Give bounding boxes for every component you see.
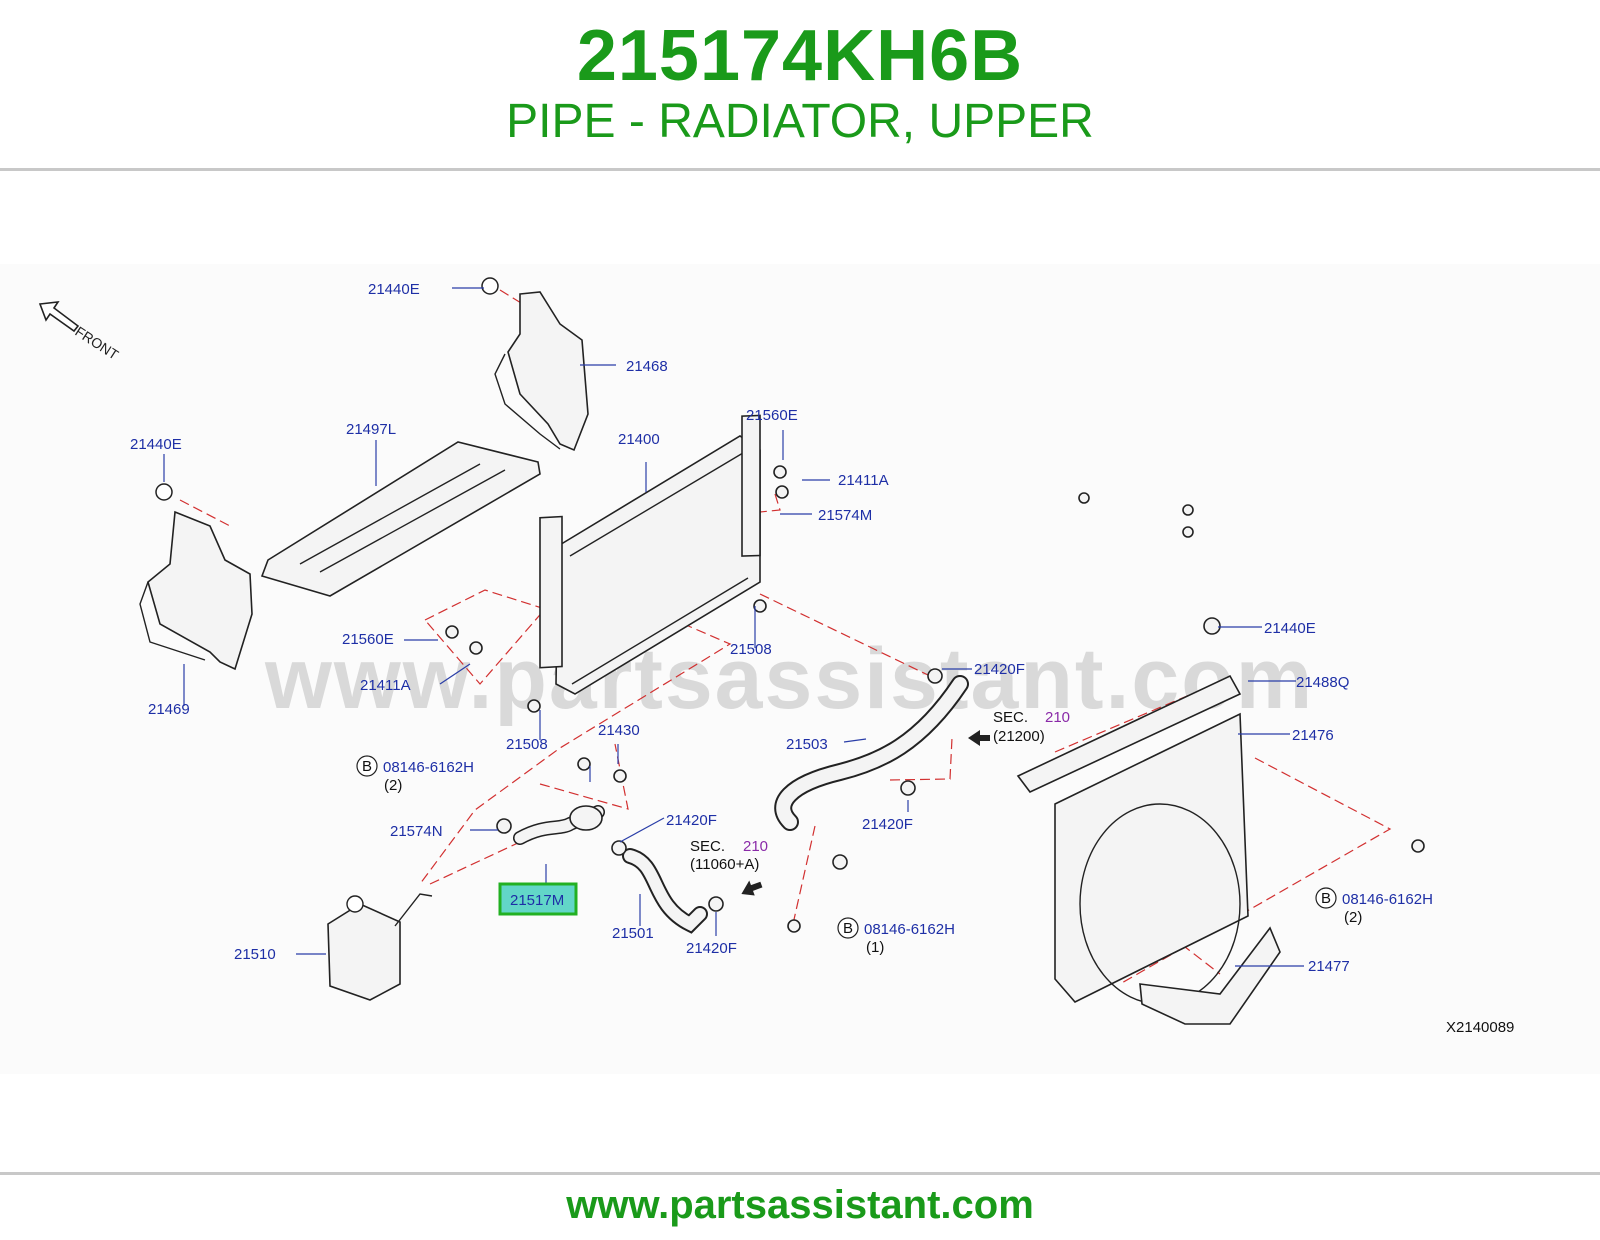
shroud-lower-21477-part (1139, 926, 1281, 1025)
watermark-text: www.partsassistant.com (264, 631, 1314, 727)
radiator-21400-part (539, 414, 761, 695)
sec-a-ref: (21200) (993, 728, 1045, 745)
qty-c: (1) (866, 939, 884, 956)
label-08146-c[interactable]: 08146-6162H (864, 921, 955, 938)
bracket-21469-part (139, 483, 253, 671)
sec-b-num[interactable]: 210 (743, 838, 768, 855)
header-divider (0, 168, 1600, 171)
label-21420f-b[interactable]: 21420F (666, 812, 717, 829)
sec-b-ref: (11060+A) (690, 856, 759, 873)
b-mark-b: B (1321, 890, 1331, 907)
qty-b: (2) (1344, 909, 1362, 926)
leader-lines (163, 287, 1304, 967)
bolt-b-marker-b (1315, 887, 1337, 909)
label-21411a-top[interactable]: 21411A (838, 472, 889, 489)
hose-21503-part (774, 675, 969, 831)
label-21440e-right[interactable]: 21440E (1264, 620, 1316, 637)
part-number-title: 215174KH6B (576, 16, 1024, 96)
label-21430[interactable]: 21430 (598, 722, 640, 739)
label-21477[interactable]: 21477 (1308, 958, 1350, 975)
label-21501[interactable]: 21501 (612, 925, 654, 942)
air-guide-21497l-part (260, 441, 541, 597)
hose-21517m-part (513, 805, 605, 845)
label-08146-b[interactable]: 08146-6162H (1342, 891, 1433, 908)
bolt-b-marker-a (356, 755, 378, 777)
bolt-b-marker-c (837, 917, 859, 939)
label-21420f-a[interactable]: 21420F (974, 661, 1025, 678)
diagram-canvas: www.partsassistant.com FRONT (38, 277, 1514, 1036)
label-21497l[interactable]: 21497L (346, 421, 396, 438)
label-21510[interactable]: 21510 (234, 946, 276, 963)
bracket-21468-part (481, 277, 589, 452)
label-21420f-c[interactable]: 21420F (862, 816, 913, 833)
page-header: 215174KH6B PIPE - RADIATOR, UPPER (0, 0, 1600, 170)
label-21476[interactable]: 21476 (1292, 727, 1334, 744)
label-21440e-top[interactable]: 21440E (368, 281, 420, 298)
label-21517m-highlighted[interactable]: 21517M (510, 892, 564, 909)
label-21560e-left[interactable]: 21560E (342, 631, 394, 648)
label-21503[interactable]: 21503 (786, 736, 828, 753)
label-21574m[interactable]: 21574M (818, 507, 872, 524)
footer-website-link[interactable]: www.partsassistant.com (566, 1183, 1034, 1227)
fan-shroud-21476-part (1016, 674, 1249, 1005)
sec-b-prefix: SEC. (690, 838, 725, 855)
b-mark-c: B (843, 920, 853, 937)
label-21508-left[interactable]: 21508 (506, 736, 548, 753)
highlight-box (498, 882, 578, 916)
label-21440e-left[interactable]: 21440E (130, 436, 182, 453)
label-21400[interactable]: 21400 (618, 431, 660, 448)
front-label: FRONT (72, 323, 122, 363)
front-arrow-icon: FRONT (38, 301, 122, 363)
label-08146-a[interactable]: 08146-6162H (383, 759, 474, 776)
figure-code: X2140089 (1446, 1019, 1514, 1036)
sec-a-num[interactable]: 210 (1045, 709, 1070, 726)
label-21574n[interactable]: 21574N (390, 823, 443, 840)
label-21420f-d[interactable]: 21420F (686, 940, 737, 957)
sec-a-prefix: SEC. (993, 709, 1028, 726)
hose-21501-part (622, 848, 708, 934)
fasteners (445, 465, 1425, 933)
label-21469[interactable]: 21469 (148, 701, 190, 718)
section-arrow-icon (741, 730, 990, 896)
qty-a: (2) (384, 777, 402, 794)
label-21560e-top[interactable]: 21560E (746, 407, 798, 424)
part-labels: 21440E 21468 21440E 21497L 21400 21560E … (130, 281, 1514, 1036)
label-21488q[interactable]: 21488Q (1296, 674, 1349, 691)
part-description: PIPE - RADIATOR, UPPER (506, 95, 1094, 148)
b-mark-a: B (362, 758, 372, 775)
footer-divider (0, 1172, 1600, 1175)
reservoir-tank-21510-part (327, 893, 433, 1001)
label-21468[interactable]: 21468 (626, 358, 668, 375)
parts-diagram: www.partsassistant.com FRONT (0, 264, 1600, 1074)
label-21411a-left[interactable]: 21411A (360, 677, 411, 694)
label-21508-right[interactable]: 21508 (730, 641, 772, 658)
